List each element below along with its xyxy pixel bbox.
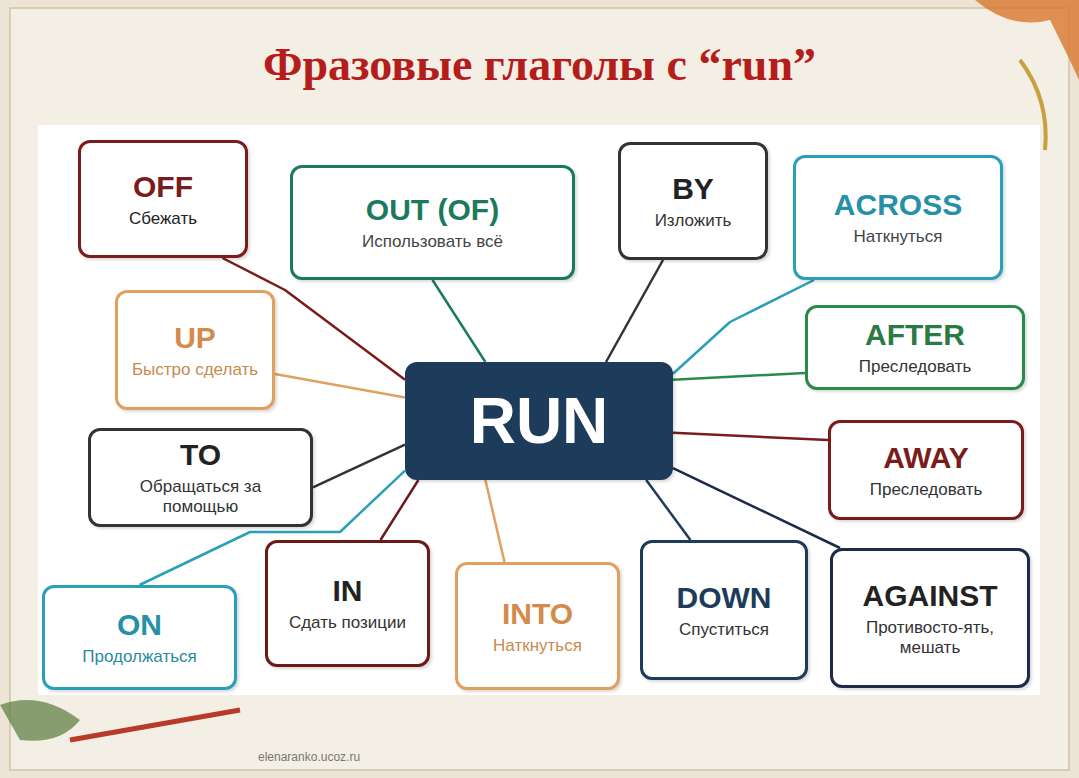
verb-particle: IN (333, 573, 363, 609)
verb-particle: AGAINST (863, 578, 998, 614)
leaf (0, 700, 80, 741)
verb-particle: INTO (502, 596, 573, 632)
bubble-tail (673, 373, 805, 380)
speech-bubble: BY Изложить (618, 142, 768, 260)
bubble-tail (673, 433, 828, 440)
bubble-tail (433, 280, 486, 362)
speech-bubble: UP Быстро сделать (115, 290, 275, 410)
translation: Преследовать (870, 480, 983, 500)
translation: Сдать позиции (289, 613, 406, 633)
translation: Быстро сделать (132, 360, 258, 380)
quill (70, 710, 240, 740)
verb-particle: OFF (133, 169, 193, 205)
center-box: RUN (405, 362, 673, 480)
bubble-tail (606, 260, 663, 362)
title: Фразовые глаголы с “run” (0, 38, 1079, 91)
speech-bubble: AWAY Преследовать (828, 420, 1024, 520)
translation: Использовать всё (362, 232, 503, 252)
speech-bubble: OFF Сбежать (78, 140, 248, 258)
bubble-tail (673, 468, 840, 548)
verb-particle: BY (672, 171, 714, 207)
translation: Противосто-ять, мешать (843, 618, 1017, 659)
translation: Обращаться за помощью (101, 477, 300, 518)
verb-particle: TO (180, 437, 221, 473)
verb-particle: ON (117, 607, 162, 643)
speech-bubble: INTO Наткнуться (455, 562, 620, 690)
speech-bubble: IN Сдать позиции (265, 540, 430, 667)
translation: Преследовать (859, 357, 972, 377)
translation: Продолжаться (82, 647, 196, 667)
translation: Наткнуться (854, 227, 943, 247)
speech-bubble: ACROSS Наткнуться (793, 155, 1003, 280)
speech-bubble: ON Продолжаться (42, 585, 237, 690)
bubble-tail (485, 480, 504, 562)
speech-bubble: OUT (OF) Использовать всё (290, 165, 575, 280)
verb-particle: AWAY (883, 440, 969, 476)
verb-particle: UP (174, 320, 216, 356)
watermark: elenaranko.ucoz.ru (258, 750, 360, 764)
verb-particle: ACROSS (834, 187, 962, 223)
translation: Спуститься (679, 620, 769, 640)
parchment (10, 8, 1069, 770)
speech-bubble: DOWN Спуститься (640, 540, 808, 680)
translation: Сбежать (129, 209, 197, 229)
verb-particle: RUN (470, 383, 609, 460)
bubble-tail (275, 374, 405, 397)
translation: Изложить (655, 211, 732, 231)
translation: Наткнуться (493, 636, 582, 656)
bubble-tail (646, 480, 690, 540)
speech-bubble: AGAINST Противосто-ять, мешать (830, 548, 1030, 688)
white-panel (38, 125, 1040, 695)
speech-bubble: AFTER Преследовать (805, 305, 1025, 390)
bubble-tail (313, 445, 405, 488)
verb-particle: DOWN (677, 580, 772, 616)
speech-bubble: TO Обращаться за помощью (88, 428, 313, 527)
verb-particle: OUT (OF) (366, 192, 499, 228)
branch (1020, 60, 1046, 150)
bubble-tail (673, 280, 814, 374)
verb-particle: AFTER (865, 317, 965, 353)
